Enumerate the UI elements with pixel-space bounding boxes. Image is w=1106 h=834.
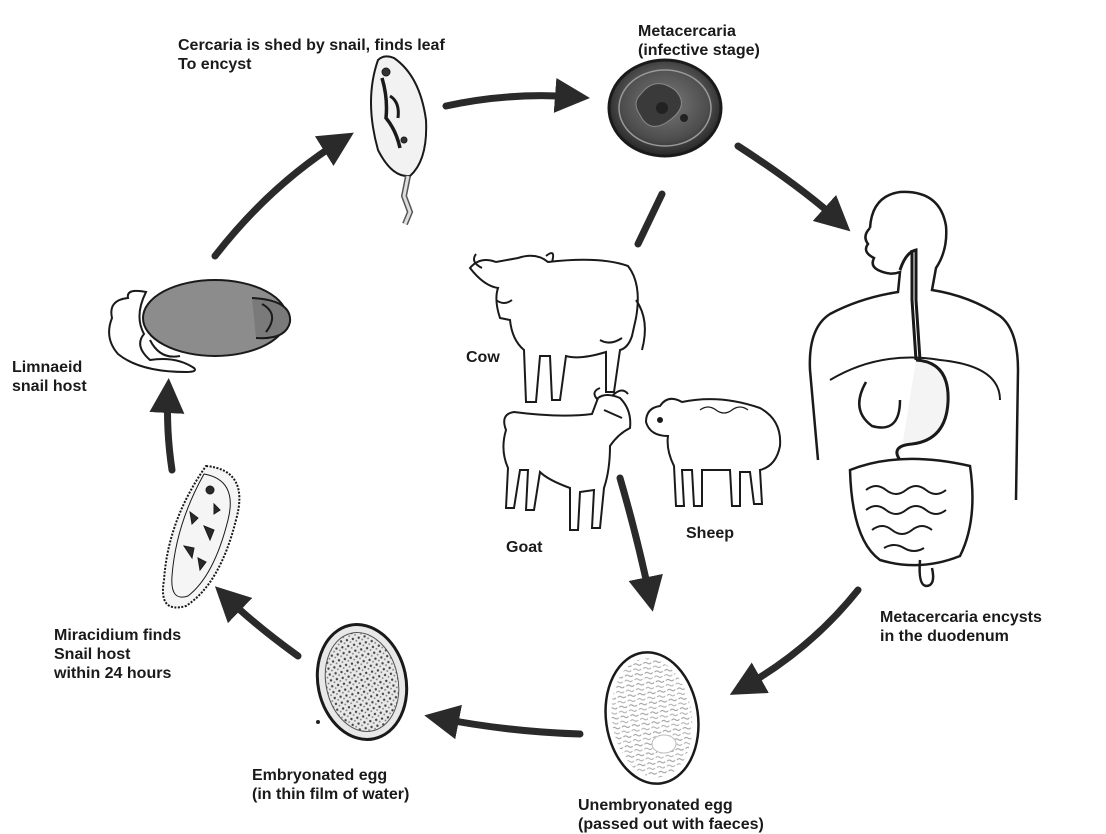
arrow-embryonated-to-miracidium <box>225 596 298 656</box>
snail-host-label: Limnaeid snail host <box>12 358 87 396</box>
cow-label: Cow <box>466 348 500 367</box>
metacercaria-label: Metacercaria (infective stage) <box>638 22 760 60</box>
arrow-cercaria-to-metacercaria <box>446 96 576 106</box>
snail-illustration <box>109 280 290 372</box>
arrow-miracidium-to-snail <box>168 392 173 470</box>
dash-metacercaria-to-animals <box>638 194 662 244</box>
arrow-snail-to-cercaria <box>215 140 342 256</box>
miracidium-illustration <box>163 466 239 608</box>
unembryonated-egg-illustration <box>597 646 706 790</box>
goat-label: Goat <box>506 538 542 557</box>
goat-illustration <box>503 388 630 530</box>
cercaria-label: Cercaria is shed by snail, finds leaf To… <box>178 36 445 74</box>
duodenum-label: Metacercaria encysts in the duodenum <box>880 608 1042 646</box>
cercaria-illustration <box>371 56 426 224</box>
arrow-duodenum-to-unembryonated <box>742 590 858 688</box>
embryonated-egg-label: Embryonated egg (in thin film of water) <box>252 766 409 804</box>
metacercaria-cyst-illustration <box>609 60 721 156</box>
sheep-illustration <box>646 399 780 506</box>
cow-illustration <box>470 253 645 402</box>
human-host-illustration <box>810 192 1018 586</box>
miracidium-label: Miracidium finds Snail host within 24 ho… <box>54 626 181 683</box>
unembryonated-egg-label: Unembryonated egg (passed out with faece… <box>578 796 764 834</box>
arrow-unembryonated-to-embryonated <box>438 718 580 734</box>
arrow-animals-to-egg <box>620 478 650 598</box>
arrow-metacercaria-to-human <box>738 146 840 222</box>
embryonated-egg-illustration <box>307 616 417 748</box>
sheep-label: Sheep <box>686 524 734 543</box>
